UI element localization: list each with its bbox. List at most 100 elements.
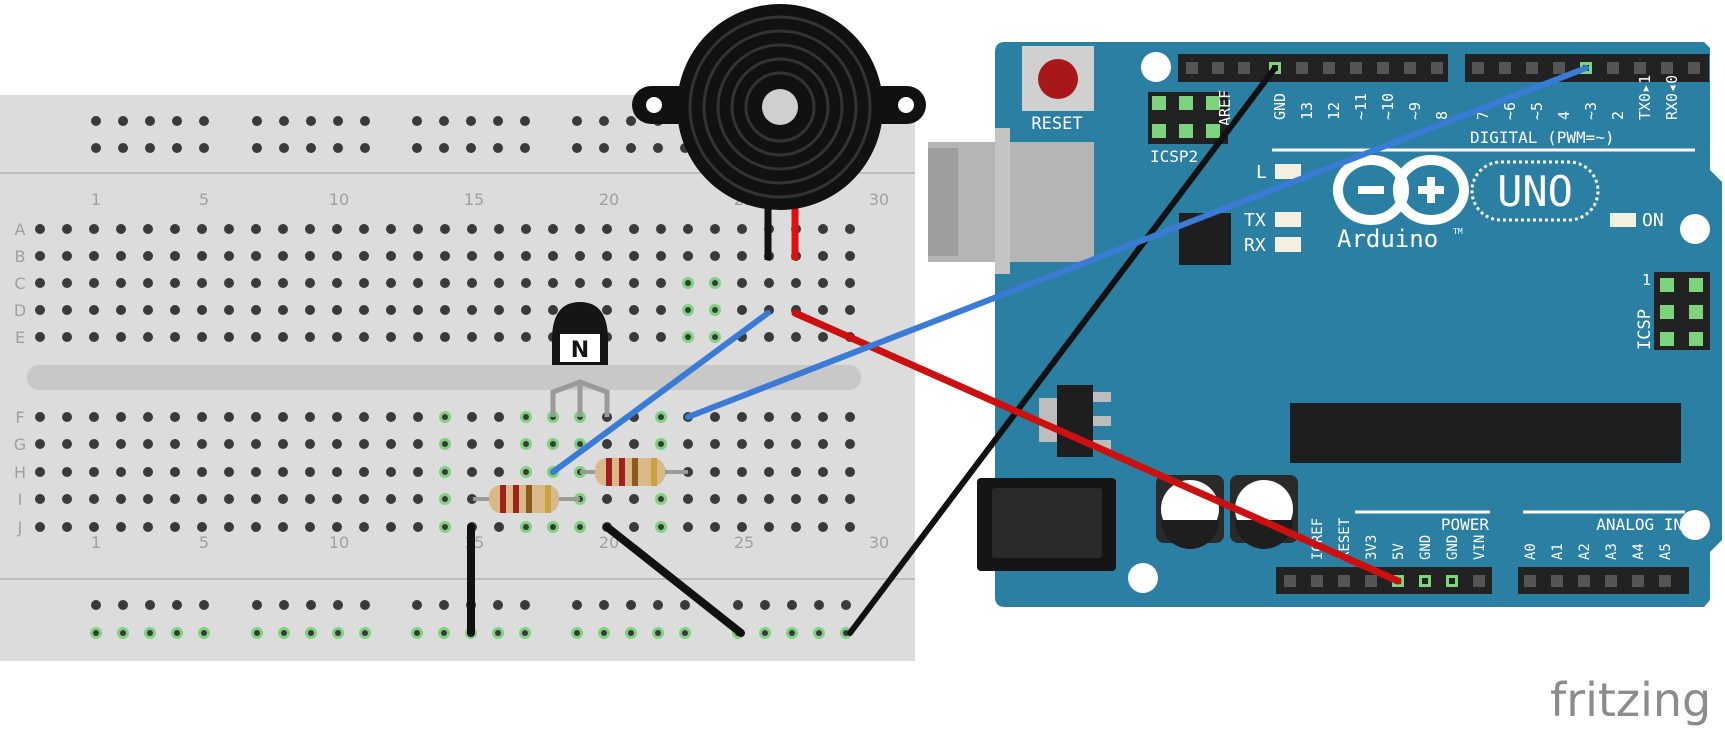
breadboard-hole[interactable]: [845, 522, 855, 532]
breadboard-hole[interactable]: [89, 305, 99, 315]
rail-hole[interactable]: [306, 600, 316, 610]
breadboard-hole[interactable]: [494, 467, 504, 477]
breadboard-hole[interactable]: [224, 305, 234, 315]
breadboard-hole[interactable]: [440, 332, 450, 342]
breadboard-hole[interactable]: [170, 467, 180, 477]
breadboard-hole[interactable]: [656, 251, 666, 261]
rail-hole[interactable]: [172, 116, 182, 126]
breadboard-hole[interactable]: [116, 494, 126, 504]
breadboard-hole[interactable]: [467, 494, 477, 504]
breadboard-hole[interactable]: [629, 439, 639, 449]
breadboard-hole[interactable]: [575, 251, 585, 261]
breadboard-hole[interactable]: [710, 522, 720, 532]
header-pin[interactable]: [1553, 62, 1565, 74]
header-pin[interactable]: [1472, 62, 1484, 74]
breadboard-hole[interactable]: [602, 251, 612, 261]
breadboard-hole[interactable]: [332, 467, 342, 477]
breadboard-hole[interactable]: [683, 251, 693, 261]
breadboard-hole[interactable]: [35, 224, 45, 234]
breadboard-hole[interactable]: [35, 278, 45, 288]
breadboard-hole[interactable]: [548, 224, 558, 234]
resistor-1[interactable]: [473, 485, 580, 513]
rail-hole[interactable]: [333, 116, 343, 126]
breadboard-hole[interactable]: [440, 224, 450, 234]
header-pin[interactable]: [1551, 575, 1563, 587]
breadboard-hole[interactable]: [791, 439, 801, 449]
rail-hole[interactable]: [333, 600, 343, 610]
rail-hole[interactable]: [599, 600, 609, 610]
breadboard-hole[interactable]: [413, 439, 423, 449]
breadboard-hole[interactable]: [89, 332, 99, 342]
breadboard-hole[interactable]: [170, 224, 180, 234]
header-pin[interactable]: [1605, 575, 1617, 587]
breadboard-hole[interactable]: [170, 278, 180, 288]
breadboard-hole[interactable]: [89, 494, 99, 504]
breadboard-hole[interactable]: [332, 332, 342, 342]
header-pin[interactable]: [1688, 62, 1700, 74]
breadboard-hole[interactable]: [197, 494, 207, 504]
reset-button[interactable]: [1038, 59, 1078, 99]
breadboard-hole[interactable]: [305, 305, 315, 315]
breadboard-hole[interactable]: [683, 224, 693, 234]
breadboard-hole[interactable]: [251, 494, 261, 504]
breadboard-hole[interactable]: [521, 224, 531, 234]
breadboard-hole[interactable]: [494, 278, 504, 288]
header-pin[interactable]: [1607, 62, 1619, 74]
rail-hole[interactable]: [412, 600, 422, 610]
rail-hole[interactable]: [653, 600, 663, 610]
rail-hole[interactable]: [493, 143, 503, 153]
breadboard-hole[interactable]: [413, 494, 423, 504]
header-pin[interactable]: [1659, 575, 1671, 587]
breadboard-hole[interactable]: [251, 522, 261, 532]
breadboard-hole[interactable]: [791, 522, 801, 532]
breadboard-hole[interactable]: [116, 522, 126, 532]
breadboard-hole[interactable]: [656, 332, 666, 342]
breadboard-hole[interactable]: [116, 412, 126, 422]
rail-hole[interactable]: [172, 143, 182, 153]
breadboard-hole[interactable]: [332, 522, 342, 532]
rail-hole[interactable]: [360, 143, 370, 153]
rail-hole[interactable]: [814, 600, 824, 610]
rail-hole[interactable]: [760, 600, 770, 610]
breadboard-hole[interactable]: [845, 467, 855, 477]
breadboard-hole[interactable]: [62, 494, 72, 504]
rail-hole[interactable]: [145, 116, 155, 126]
breadboard-hole[interactable]: [224, 224, 234, 234]
rail-hole[interactable]: [439, 116, 449, 126]
breadboard-hole[interactable]: [413, 224, 423, 234]
breadboard-hole[interactable]: [170, 494, 180, 504]
breadboard-hole[interactable]: [62, 332, 72, 342]
breadboard-hole[interactable]: [386, 332, 396, 342]
breadboard-hole[interactable]: [197, 251, 207, 261]
piezo-buzzer[interactable]: [632, 4, 926, 260]
breadboard-hole[interactable]: [251, 305, 261, 315]
breadboard-hole[interactable]: [710, 251, 720, 261]
breadboard-hole[interactable]: [386, 494, 396, 504]
rail-hole[interactable]: [572, 143, 582, 153]
breadboard-hole[interactable]: [359, 305, 369, 315]
rail-hole[interactable]: [91, 116, 101, 126]
breadboard-hole[interactable]: [683, 494, 693, 504]
breadboard-hole[interactable]: [359, 278, 369, 288]
breadboard-hole[interactable]: [116, 278, 126, 288]
breadboard-hole[interactable]: [143, 332, 153, 342]
breadboard-hole[interactable]: [197, 467, 207, 477]
breadboard-hole[interactable]: [251, 412, 261, 422]
breadboard-hole[interactable]: [791, 278, 801, 288]
breadboard-hole[interactable]: [224, 278, 234, 288]
breadboard-hole[interactable]: [143, 224, 153, 234]
rail-hole[interactable]: [279, 116, 289, 126]
breadboard-hole[interactable]: [386, 305, 396, 315]
breadboard-hole[interactable]: [332, 439, 342, 449]
breadboard-hole[interactable]: [737, 412, 747, 422]
breadboard-hole[interactable]: [35, 467, 45, 477]
rail-hole[interactable]: [572, 600, 582, 610]
breadboard-hole[interactable]: [629, 251, 639, 261]
rail-hole[interactable]: [626, 600, 636, 610]
header-pin[interactable]: [1338, 575, 1350, 587]
breadboard-hole[interactable]: [278, 251, 288, 261]
rail-hole[interactable]: [572, 116, 582, 126]
rail-hole[interactable]: [306, 143, 316, 153]
header-pin[interactable]: [1431, 62, 1443, 74]
breadboard-hole[interactable]: [197, 332, 207, 342]
